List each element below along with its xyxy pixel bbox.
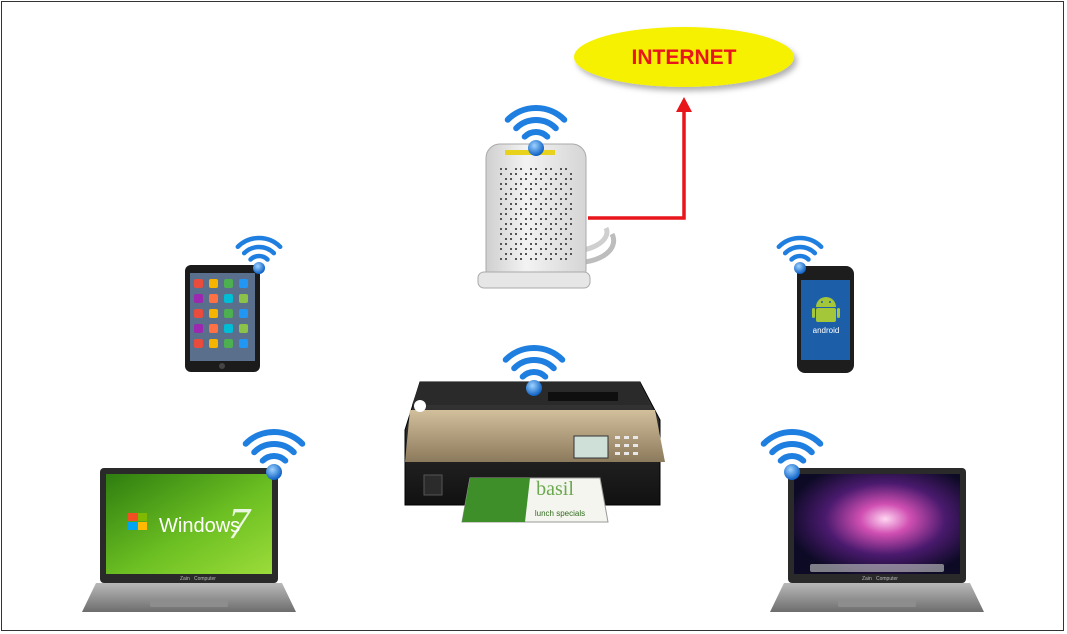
paper-title: basil: [536, 478, 574, 500]
hp-logo-icon: [414, 400, 426, 412]
printer-display: [573, 435, 609, 459]
laptop-mac: Zain Computer: [770, 468, 984, 612]
wifi-router-icon: [504, 105, 568, 156]
paper-photo: [462, 478, 530, 522]
laptop-brand: Zain: [180, 576, 190, 582]
android-label: android: [813, 326, 840, 335]
laptop-touchpad: [838, 600, 916, 607]
link-line: [588, 108, 686, 220]
paper-subtitle: lunch specials: [535, 509, 585, 518]
printer-keypad: [615, 436, 638, 455]
internet-ellipse: [574, 27, 794, 87]
internet-cloud: INTERNET: [574, 27, 794, 87]
wifi-tablet-icon: [235, 235, 283, 274]
router-vent-dots: [500, 168, 572, 260]
wifi-phone-icon: [776, 235, 824, 274]
printer: basil lunch specials: [404, 381, 665, 523]
laptop-base: [82, 583, 296, 612]
laptop-touchpad: [150, 600, 228, 607]
wifi-laptop-right-icon: [760, 429, 824, 480]
router-stand: [477, 271, 591, 289]
wifi-printer-icon: [502, 345, 566, 396]
windows-label: Windows: [159, 515, 240, 537]
laptop-screen: [794, 474, 960, 574]
internet-label: INTERNET: [632, 46, 737, 69]
internet-link: [588, 97, 692, 220]
windows-logo-icon: [128, 513, 147, 530]
tablet-app-grid: [194, 279, 248, 348]
laptop-brand-sub: Computer: [194, 576, 216, 582]
arrow-head-icon: [676, 97, 692, 112]
laptop-brand-sub: Computer: [876, 576, 898, 582]
wifi-signals: [235, 105, 824, 480]
laptop-base: [770, 583, 984, 612]
laptop-brand: Zain: [862, 576, 872, 582]
router: [477, 143, 617, 289]
android-robot-icon: [812, 297, 840, 322]
printer-card-slot: [423, 474, 443, 496]
tablet-home-button: [219, 363, 225, 369]
printer-scanner-slot: [548, 392, 618, 401]
tablet: [185, 265, 260, 372]
laptop-windows: Windows 7 Zain Computer: [82, 468, 296, 612]
windows-version: 7: [228, 499, 252, 548]
phone: android: [797, 266, 854, 373]
wifi-laptop-left-icon: [242, 429, 306, 480]
mac-dock: [810, 564, 944, 572]
